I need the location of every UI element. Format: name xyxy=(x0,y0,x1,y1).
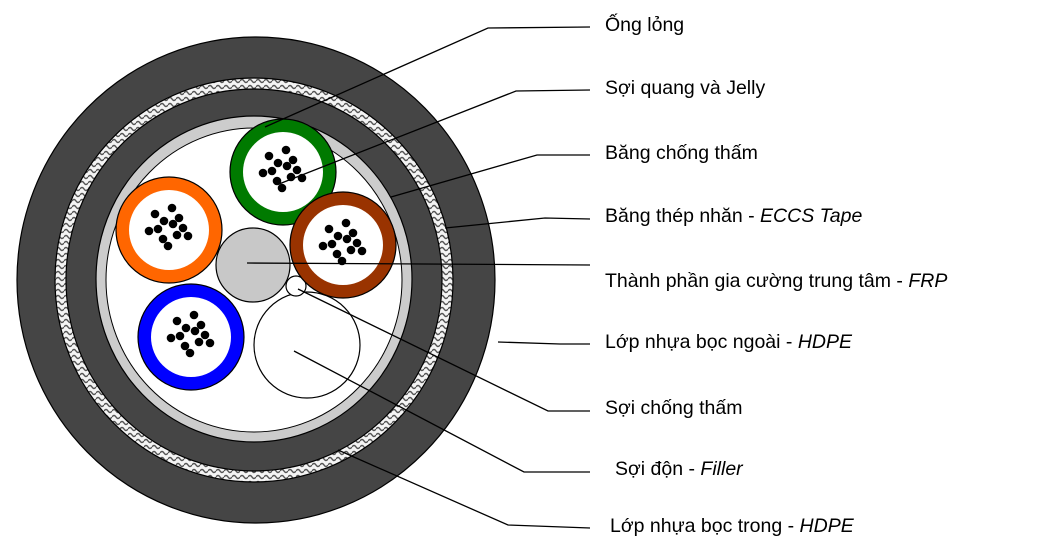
optical-fiber xyxy=(346,245,356,255)
optical-fiber xyxy=(168,219,178,229)
optical-fiber xyxy=(273,158,283,168)
optical-fiber xyxy=(158,234,168,244)
leader-line-central-strength xyxy=(246,262,591,266)
leader-line-fiber-and-jelly xyxy=(278,89,591,185)
optical-fiber xyxy=(282,161,292,171)
frp-central-member xyxy=(215,227,291,303)
label-text: Sợi độn - xyxy=(615,458,701,480)
label-material: HDPE xyxy=(799,515,854,537)
label-material: ECCS Tape xyxy=(760,205,863,227)
optical-fiber xyxy=(144,226,154,236)
label-central-strength: Thành phần gia cường trung tâm - FRP xyxy=(605,270,948,292)
leader-line-filler xyxy=(293,350,590,473)
optical-fiber xyxy=(333,231,343,241)
label-text: Lớp nhựa bọc trong - xyxy=(610,515,800,537)
optical-fiber xyxy=(178,223,188,233)
label-filler: Sợi độn - Filler xyxy=(615,458,743,480)
tube-gel xyxy=(243,132,323,212)
leader-line-water-block-tape xyxy=(390,154,590,198)
optical-fiber xyxy=(190,326,200,336)
optical-fiber xyxy=(175,331,185,341)
optical-fiber xyxy=(352,238,362,248)
leader-line-outer-jacket xyxy=(497,341,590,345)
leader-line-loose-tube xyxy=(264,26,591,128)
optical-fiber xyxy=(264,151,274,161)
label-text: Băng chống thấm xyxy=(605,142,758,164)
optical-fiber xyxy=(357,246,367,256)
optical-fiber xyxy=(258,168,268,178)
label-text: Ống lỏng xyxy=(605,14,685,36)
tube-gel xyxy=(303,205,383,285)
optical-fiber xyxy=(189,310,199,320)
optical-fiber xyxy=(348,228,358,238)
loose-tube-blue xyxy=(137,283,245,391)
optical-fiber xyxy=(292,165,302,175)
label-water-block-yarn: Sợi chống thấm xyxy=(605,397,743,419)
optical-fiber xyxy=(277,183,287,193)
optical-fiber xyxy=(267,166,277,176)
leader-line-eccs-tape xyxy=(444,217,591,229)
label-material: FRP xyxy=(908,270,948,292)
label-text: Sợi chống thấm xyxy=(605,397,743,419)
optical-fiber xyxy=(196,320,206,330)
label-text: Băng thép nhăn - xyxy=(605,205,761,227)
optical-fiber xyxy=(341,218,351,228)
optical-fiber xyxy=(205,338,215,348)
optical-fiber xyxy=(181,323,191,333)
label-text: Sợi quang và Jelly xyxy=(605,77,766,99)
optical-fiber xyxy=(281,145,291,155)
label-text: Thành phần gia cường trung tâm - xyxy=(605,270,909,292)
optical-fiber xyxy=(180,341,190,351)
loose-tube-orange xyxy=(115,176,223,284)
filler-rod xyxy=(253,291,361,399)
label-eccs-tape: Băng thép nhăn - ECCS Tape xyxy=(605,205,863,227)
optical-fiber xyxy=(166,333,176,343)
label-loose-tube: Ống lỏng xyxy=(605,14,685,36)
label-inner-jacket: Lớp nhựa bọc trong - HDPE xyxy=(610,515,854,537)
leader-line-water-block-yarn xyxy=(297,288,590,412)
label-material: HDPE xyxy=(797,331,852,353)
optical-fiber xyxy=(167,203,177,213)
label-outer-jacket: Lớp nhựa bọc ngoài - HDPE xyxy=(605,331,852,353)
leader-line-inner-jacket xyxy=(337,449,591,529)
optical-fiber xyxy=(172,316,182,326)
optical-fiber xyxy=(327,239,337,249)
optical-fiber xyxy=(324,224,334,234)
optical-fiber xyxy=(183,231,193,241)
optical-fiber xyxy=(174,213,184,223)
optical-fiber xyxy=(272,176,282,186)
optical-fiber xyxy=(150,209,160,219)
label-fiber-and-jelly: Sợi quang và Jelly xyxy=(605,77,766,99)
optical-fiber xyxy=(153,224,163,234)
tube-gel xyxy=(129,190,209,270)
optical-fiber xyxy=(163,241,173,251)
optical-fiber xyxy=(159,216,169,226)
optical-fiber xyxy=(172,230,182,240)
optical-fiber xyxy=(200,330,210,340)
label-text: Lớp nhựa bọc ngoài - xyxy=(605,331,798,353)
optical-fiber xyxy=(194,337,204,347)
loose-tube-green xyxy=(229,118,337,226)
loose-tube-brown xyxy=(289,191,397,299)
optical-fiber xyxy=(185,348,195,358)
label-material: Filler xyxy=(700,458,743,480)
label-water-block-tape: Băng chống thấm xyxy=(605,142,758,164)
optical-fiber xyxy=(286,172,296,182)
optical-fiber xyxy=(318,241,328,251)
optical-fiber xyxy=(342,234,352,244)
optical-fiber xyxy=(288,155,298,165)
tube-gel xyxy=(151,297,231,377)
optical-fiber xyxy=(332,249,342,259)
